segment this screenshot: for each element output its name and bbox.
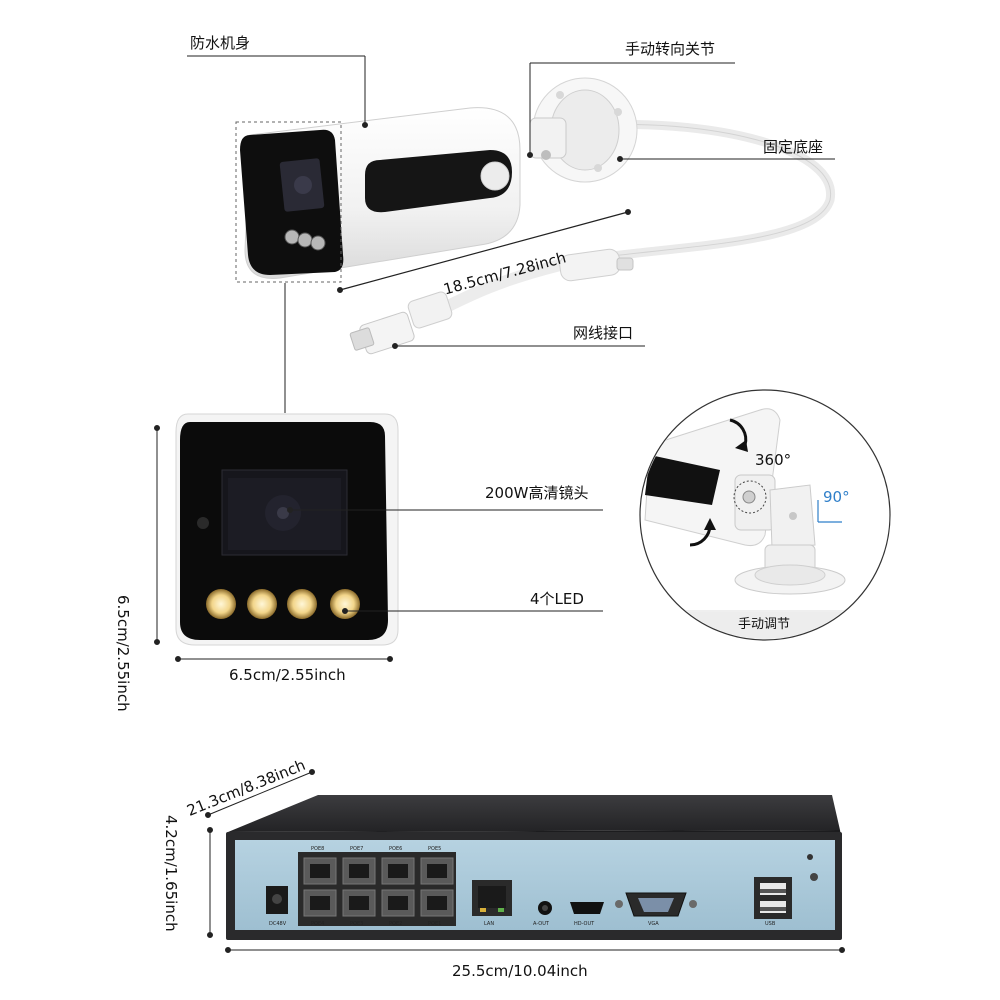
- tilt-90-label: 90°: [823, 488, 850, 506]
- port-label-vga: VGA: [648, 921, 659, 927]
- callout-fixed-base: 固定底座: [763, 138, 824, 156]
- callout-lines-front: [154, 425, 603, 662]
- led-3: [287, 589, 317, 619]
- camera-body: [240, 107, 521, 279]
- port-label-poe1: POE1: [428, 921, 441, 927]
- nvr-height-dimension: 4.2cm/1.65inch: [162, 815, 180, 932]
- camera-height-dimension: 6.5cm/2.55inch: [114, 595, 132, 712]
- callout-rotation-joint: 手动转向关节: [625, 40, 716, 58]
- mount-base: [529, 77, 638, 183]
- callout-waterproof-body: 防水机身: [190, 34, 251, 52]
- hdmi-port: [570, 902, 604, 914]
- port-label-poe8: POE8: [311, 846, 324, 852]
- callout-lines-top: [187, 55, 835, 413]
- port-label-audio: A-OUT: [533, 921, 550, 927]
- camera-front-view: [175, 413, 399, 646]
- port-label-poe4: POE4: [311, 921, 324, 927]
- callout-lens: 200W高清镜头: [485, 484, 589, 502]
- manual-adjust-inset: [639, 389, 891, 641]
- callout-leds: 4个LED: [530, 590, 584, 608]
- dc-plug: [559, 248, 634, 282]
- port-label-poe2: POE2: [389, 921, 402, 927]
- led-4: [330, 589, 360, 619]
- port-label-poe6: POE6: [389, 846, 402, 852]
- port-label-poe5: POE5: [428, 846, 441, 852]
- led-1: [206, 589, 236, 619]
- adjust-caption: 手动调节: [738, 617, 791, 632]
- led-2: [247, 589, 277, 619]
- nvr-dimension-lines: [205, 769, 845, 953]
- port-label-poe7: POE7: [350, 846, 363, 852]
- port-label-hdmi: HD-OUT: [574, 921, 595, 927]
- rotation-360-label: 360°: [755, 451, 792, 469]
- port-label-poe3: POE3: [350, 921, 363, 927]
- nvr-top: [228, 795, 840, 832]
- network-connector: [349, 291, 453, 355]
- port-label-dc: DC48V: [269, 921, 287, 927]
- nvr-recorder: POE8 POE7 POE6 POE5 POE4 POE3 POE2 POE1 …: [226, 795, 842, 940]
- callout-network-port: 网线接口: [573, 324, 634, 342]
- nvr-width-dimension: 25.5cm/10.04inch: [452, 962, 588, 980]
- lens-highlight-box: [235, 121, 342, 283]
- port-label-lan: LAN: [484, 921, 494, 927]
- port-label-usb: USB: [765, 921, 776, 927]
- camera-width-dimension: 6.5cm/2.55inch: [229, 666, 346, 684]
- nvr-port-labels: POE8 POE7 POE6 POE5 POE4 POE3 POE2 POE1 …: [269, 846, 776, 927]
- bullet-camera-side-view: [235, 77, 835, 355]
